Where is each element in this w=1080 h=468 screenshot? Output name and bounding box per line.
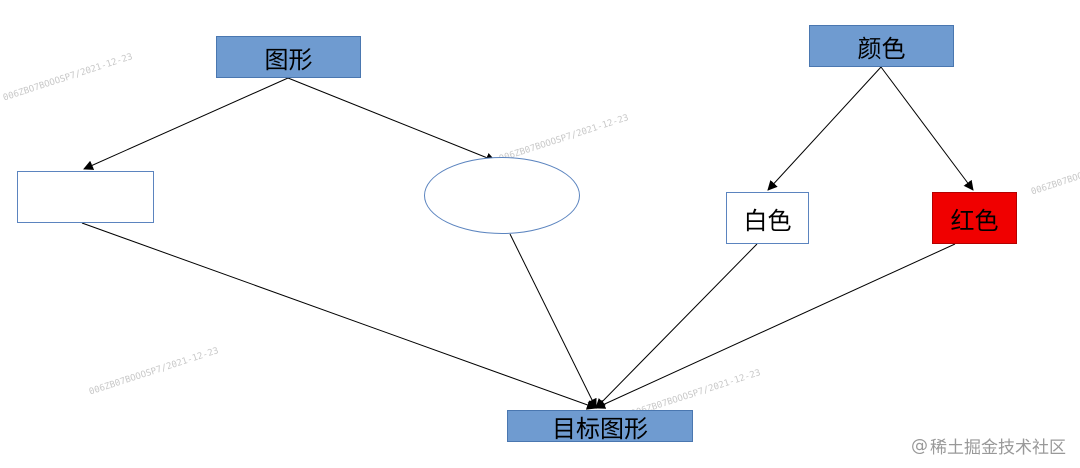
node-shape-label: 图形 (264, 45, 313, 74)
edge-color-to-white (767, 66, 882, 191)
edge-shape-to-rect (83, 77, 289, 170)
edge-rect-to-target (81, 222, 597, 410)
node-target-label: 目标图形 (552, 414, 648, 443)
node-ellipse (424, 157, 580, 234)
node-color: 颜色 (809, 25, 954, 67)
at-icon: @ (911, 435, 928, 456)
node-rectangle (17, 171, 154, 223)
edge-red-to-target (595, 243, 956, 409)
node-red: 红色 (932, 192, 1017, 244)
footer-brand-label: 稀土掘金技术社区 (930, 438, 1066, 458)
edge-white-to-target (595, 243, 758, 409)
node-red-label: 红色 (950, 206, 999, 235)
node-color-label: 颜色 (857, 34, 906, 63)
node-white: 白色 (726, 192, 809, 244)
node-target: 目标图形 (507, 410, 693, 443)
footer-brand: @ 稀土掘金技术社区 (911, 433, 1066, 459)
node-shape: 图形 (216, 36, 361, 78)
edge-ellipse-to-target (509, 233, 597, 409)
edge-color-to-red (880, 66, 974, 191)
node-white-label: 白色 (743, 206, 792, 235)
edge-shape-to-ellipse (287, 77, 496, 163)
